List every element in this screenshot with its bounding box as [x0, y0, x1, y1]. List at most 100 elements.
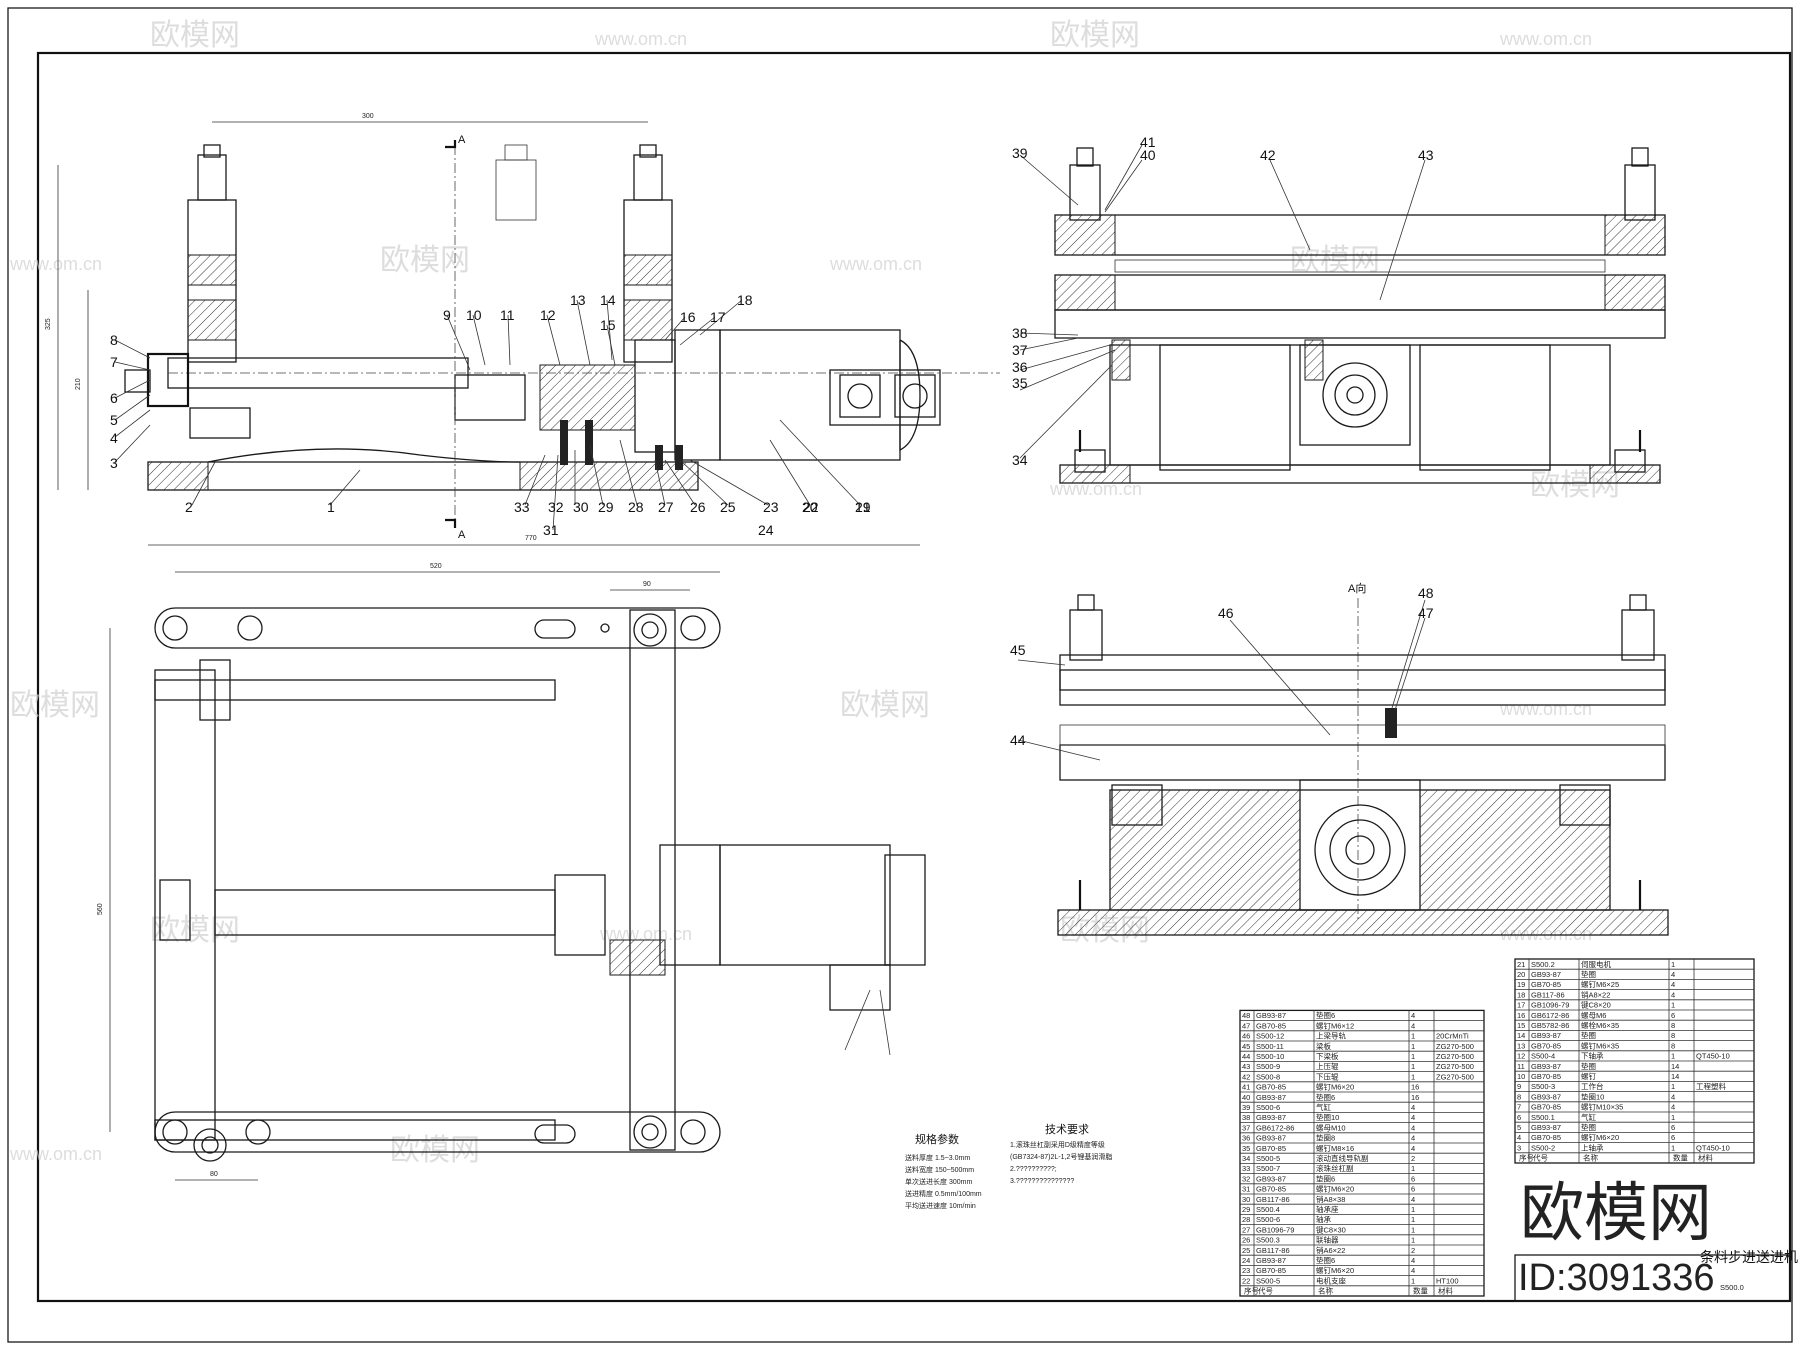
table-cell: 13 — [1517, 1041, 1525, 1050]
table-cell: S500-7 — [1256, 1164, 1280, 1173]
table-cell: GB70-85 — [1531, 1133, 1561, 1142]
table-cell: 12 — [1517, 1052, 1525, 1061]
table-cell: 3 — [1517, 1143, 1521, 1152]
table-cell: 1 — [1671, 1143, 1675, 1152]
table-cell: 1 — [1411, 1236, 1415, 1245]
table-cell: S500.2 — [1531, 960, 1555, 969]
table-cell: S500-9 — [1256, 1062, 1280, 1071]
table-cell: 44 — [1242, 1052, 1250, 1061]
dim-small-90: 90 — [643, 581, 651, 588]
table-cell: 33 — [1242, 1164, 1250, 1173]
watermark-brand: 欧模网 — [150, 19, 240, 52]
table-cell: S500.4 — [1256, 1205, 1280, 1214]
watermark-url: www.om.cn — [1049, 479, 1142, 499]
callout-number: 10 — [466, 307, 482, 323]
table-cell: 键C8×30 — [1316, 1224, 1346, 1234]
table-cell: GB70-85 — [1256, 1083, 1286, 1092]
table-cell: 1 — [1671, 1082, 1675, 1091]
callout-number: 18 — [737, 292, 753, 308]
callout-number: 27 — [658, 499, 674, 515]
table-cell: GB70-85 — [1531, 1103, 1561, 1112]
table-cell: 1 — [1411, 1225, 1415, 1234]
table-cell: 5 — [1517, 1123, 1521, 1132]
side-view-leaders — [1019, 144, 1426, 459]
table-cell: ZG270-500 — [1436, 1072, 1474, 1081]
table-cell: 36 — [1242, 1134, 1250, 1143]
table-cell: 垫圈10 — [1581, 1091, 1604, 1101]
table-cell: GB70-85 — [1256, 1266, 1286, 1275]
table-cell: S500-3 — [1531, 1082, 1555, 1091]
table-cell: GB117-86 — [1531, 990, 1565, 999]
dim-left-inner: 210 — [75, 378, 82, 390]
table-cell: 螺钉M6×20 — [1316, 1184, 1354, 1194]
table-header-cell: 代号 — [1533, 1153, 1548, 1163]
watermark-url: www.om.cn — [9, 254, 102, 274]
callout-number: 45 — [1010, 642, 1026, 658]
table-cell: 38 — [1242, 1113, 1250, 1122]
table-cell: 1 — [1411, 1215, 1415, 1224]
table-cell: 23 — [1242, 1266, 1250, 1275]
table-cell: 37 — [1242, 1123, 1250, 1132]
table-cell: S500-11 — [1256, 1042, 1284, 1051]
side-view — [1054, 147, 1666, 484]
tech-title: 技术要求 — [1045, 1123, 1089, 1136]
table-cell: 下梁板 — [1316, 1051, 1339, 1061]
dim-bottom-base: 770 — [525, 535, 537, 542]
dim-top-width: 300 — [362, 113, 374, 120]
table-cell: GB70-85 — [1256, 1144, 1286, 1153]
table-cell: 4 — [1411, 1113, 1415, 1122]
table-cell: 20 — [1517, 970, 1525, 979]
front-view-leaders — [114, 299, 861, 531]
title-name: 条料步进送进机 — [1700, 1249, 1798, 1265]
table-cell: GB93-87 — [1531, 1092, 1561, 1101]
tech-row: 1.滚珠丝杠副采用D级精度等级 — [1010, 1140, 1105, 1149]
callout-number: 6 — [110, 390, 118, 406]
table-cell: 1 — [1411, 1205, 1415, 1214]
callout-number: 19 — [855, 499, 871, 515]
table-cell: 1 — [1411, 1032, 1415, 1041]
table-cell: 7 — [1517, 1103, 1521, 1112]
callout-number: 42 — [1260, 147, 1276, 163]
table-cell: 垫圈 — [1581, 1061, 1596, 1071]
table-cell: 1 — [1671, 1001, 1675, 1010]
table-cell: 6 — [1411, 1174, 1415, 1183]
id-text: ID:3091336 — [1518, 1257, 1715, 1299]
table-cell: S500.1 — [1531, 1113, 1555, 1122]
watermark-url: www.om.cn — [599, 924, 692, 944]
table-cell: ZG270-500 — [1436, 1042, 1474, 1051]
callout-number: 9 — [443, 307, 451, 323]
callout-number: 36 — [1012, 359, 1028, 375]
table-cell: S500-4 — [1531, 1052, 1555, 1061]
spec-title: 规格参数 — [915, 1132, 959, 1146]
table-cell: 轴承 — [1316, 1214, 1332, 1224]
table-cell: 4 — [1411, 1103, 1415, 1112]
table-cell: 螺钉M6×12 — [1316, 1020, 1354, 1030]
table-cell: S500.3 — [1256, 1236, 1280, 1245]
table-cell: 1 — [1411, 1276, 1415, 1285]
table-cell: QT450-10 — [1696, 1052, 1730, 1061]
callout-number: 12 — [540, 307, 556, 323]
watermark-url: www.om.cn — [829, 254, 922, 274]
dim-frame-width: 520 — [430, 563, 442, 570]
table-header-cell: 代号 — [1258, 1286, 1273, 1296]
table-cell: 43 — [1242, 1062, 1250, 1071]
table-cell: 垫圈6 — [1316, 1092, 1335, 1102]
table-cell: 6 — [1671, 1133, 1675, 1142]
front-view: A A 300 325 210 770 — [45, 113, 1000, 546]
table-cell: 垫圈6 — [1316, 1010, 1335, 1020]
table-cell: 16 — [1517, 1011, 1525, 1020]
table-cell: 47 — [1242, 1021, 1250, 1030]
table-cell: GB93-87 — [1531, 970, 1561, 979]
table-cell: 垫圈 — [1581, 969, 1596, 979]
table-cell: GB93-87 — [1256, 1113, 1286, 1122]
table-header-cell: 数量 — [1413, 1286, 1429, 1296]
table-cell: 4 — [1671, 990, 1675, 999]
watermark-url: www.om.cn — [9, 1144, 102, 1164]
table-cell: 螺钉 — [1581, 1071, 1597, 1081]
table-cell: 4 — [1411, 1266, 1415, 1275]
table-cell: 21 — [1517, 960, 1525, 969]
table-cell: 24 — [1242, 1256, 1250, 1265]
spec-row: 送进精度 0.5mm/100mm — [905, 1189, 982, 1198]
table-cell: GB6172-86 — [1256, 1123, 1294, 1132]
